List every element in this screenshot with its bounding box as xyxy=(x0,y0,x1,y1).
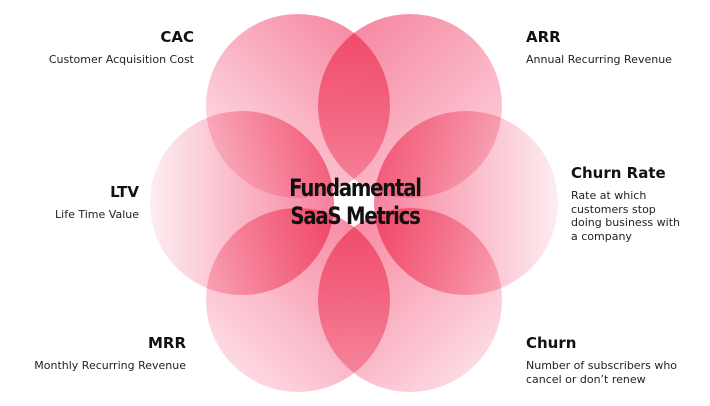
metric-cac: CAC Customer Acquisition Cost xyxy=(49,28,194,67)
metric-arr-title: ARR xyxy=(526,28,561,46)
metric-churn-rate-desc-2: customers stop xyxy=(571,202,656,216)
metric-cac-desc: Customer Acquisition Cost xyxy=(48,52,194,66)
diagram-title: Fundamental SaaS Metrics xyxy=(285,174,424,230)
title-line-1: Fundamental xyxy=(289,174,422,202)
metric-churn-rate: Churn Rate Rate at which customers stop … xyxy=(571,164,680,244)
metric-churn-desc-1: Number of subscribers who xyxy=(526,358,678,372)
petal-ltv xyxy=(150,111,334,295)
metric-churn: Churn Number of subscribers who cancel o… xyxy=(526,334,677,386)
metric-arr-desc: Annual Recurring Revenue xyxy=(526,52,672,66)
metric-arr: ARR Annual Recurring Revenue xyxy=(526,28,672,67)
metric-mrr-title: MRR xyxy=(147,334,186,352)
metric-ltv-title: LTV xyxy=(110,183,139,201)
metric-churn-rate-desc-1: Rate at which xyxy=(571,188,647,202)
metric-churn-rate-desc-4: a company xyxy=(571,230,632,243)
metric-ltv: LTV Life Time Value xyxy=(55,183,139,222)
metric-cac-title: CAC xyxy=(160,28,194,46)
metric-churn-title: Churn xyxy=(526,334,577,352)
metric-mrr: MRR Monthly Recurring Revenue xyxy=(34,334,186,373)
title-line-2: SaaS Metrics xyxy=(290,202,420,230)
metric-churn-rate-title: Churn Rate xyxy=(571,164,666,182)
metric-churn-rate-desc-3: doing business with xyxy=(571,216,680,230)
metric-churn-desc-2: cancel or don’t renew xyxy=(526,372,646,386)
metric-mrr-desc: Monthly Recurring Revenue xyxy=(34,358,186,372)
metric-ltv-desc: Life Time Value xyxy=(55,207,139,221)
